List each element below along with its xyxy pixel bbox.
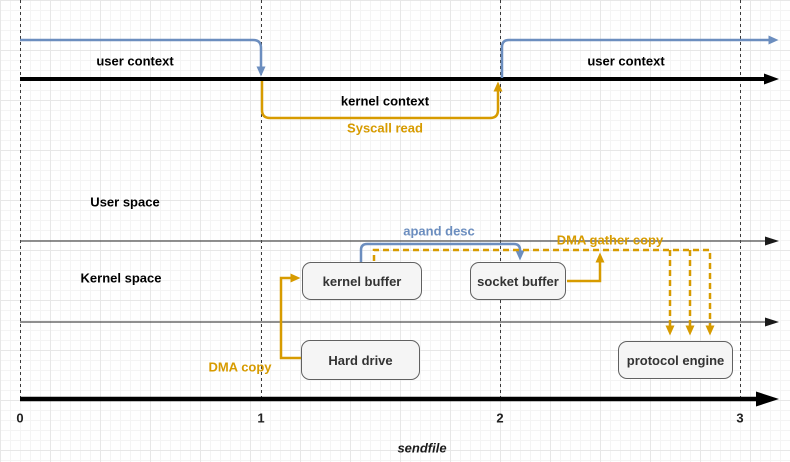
protocol-engine-box: protocol engine: [618, 341, 733, 379]
kernel-buffer-box: kernel buffer: [302, 262, 422, 300]
kernel-context-label: kernel context: [340, 93, 430, 109]
dma-copy-label: DMA copy: [208, 359, 272, 375]
syscall-read-bracket: [260, 81, 503, 120]
sendfile-axis-label: sendfile: [397, 440, 447, 456]
dma-gather-copy-dashed-main: [372, 248, 715, 336]
user-context-left-label: user context: [96, 53, 174, 69]
syscall-read-label: Syscall read: [347, 120, 423, 136]
dma-copy-arrow: [279, 273, 301, 360]
hard-drive-label: Hard drive: [328, 352, 393, 368]
apand-desc-arrow: [359, 242, 525, 262]
kernel-space-label: Kernel space: [80, 270, 162, 286]
socket-buffer-label: socket buffer: [477, 273, 559, 289]
socket-buffer-up-arrow: [567, 252, 605, 283]
user-context-line-right: [500, 35, 779, 78]
axis-tick-0: 0: [16, 410, 24, 426]
axis-tick-1: 1: [257, 410, 265, 426]
hard-drive-box: Hard drive: [301, 340, 420, 380]
user-context-right-label: user context: [587, 53, 665, 69]
axis-tick-3: 3: [736, 410, 744, 426]
kernel-buffer-label: kernel buffer: [322, 273, 402, 289]
apand-desc-label: apand desc: [403, 223, 475, 239]
user-space-label: User space: [90, 194, 160, 210]
protocol-engine-label: protocol engine: [626, 352, 725, 368]
user-context-line-left: [20, 38, 266, 77]
axis-tick-2: 2: [496, 410, 504, 426]
dma-gather-copy-label: DMA gather copy: [556, 232, 664, 248]
socket-buffer-box: socket buffer: [470, 262, 566, 300]
